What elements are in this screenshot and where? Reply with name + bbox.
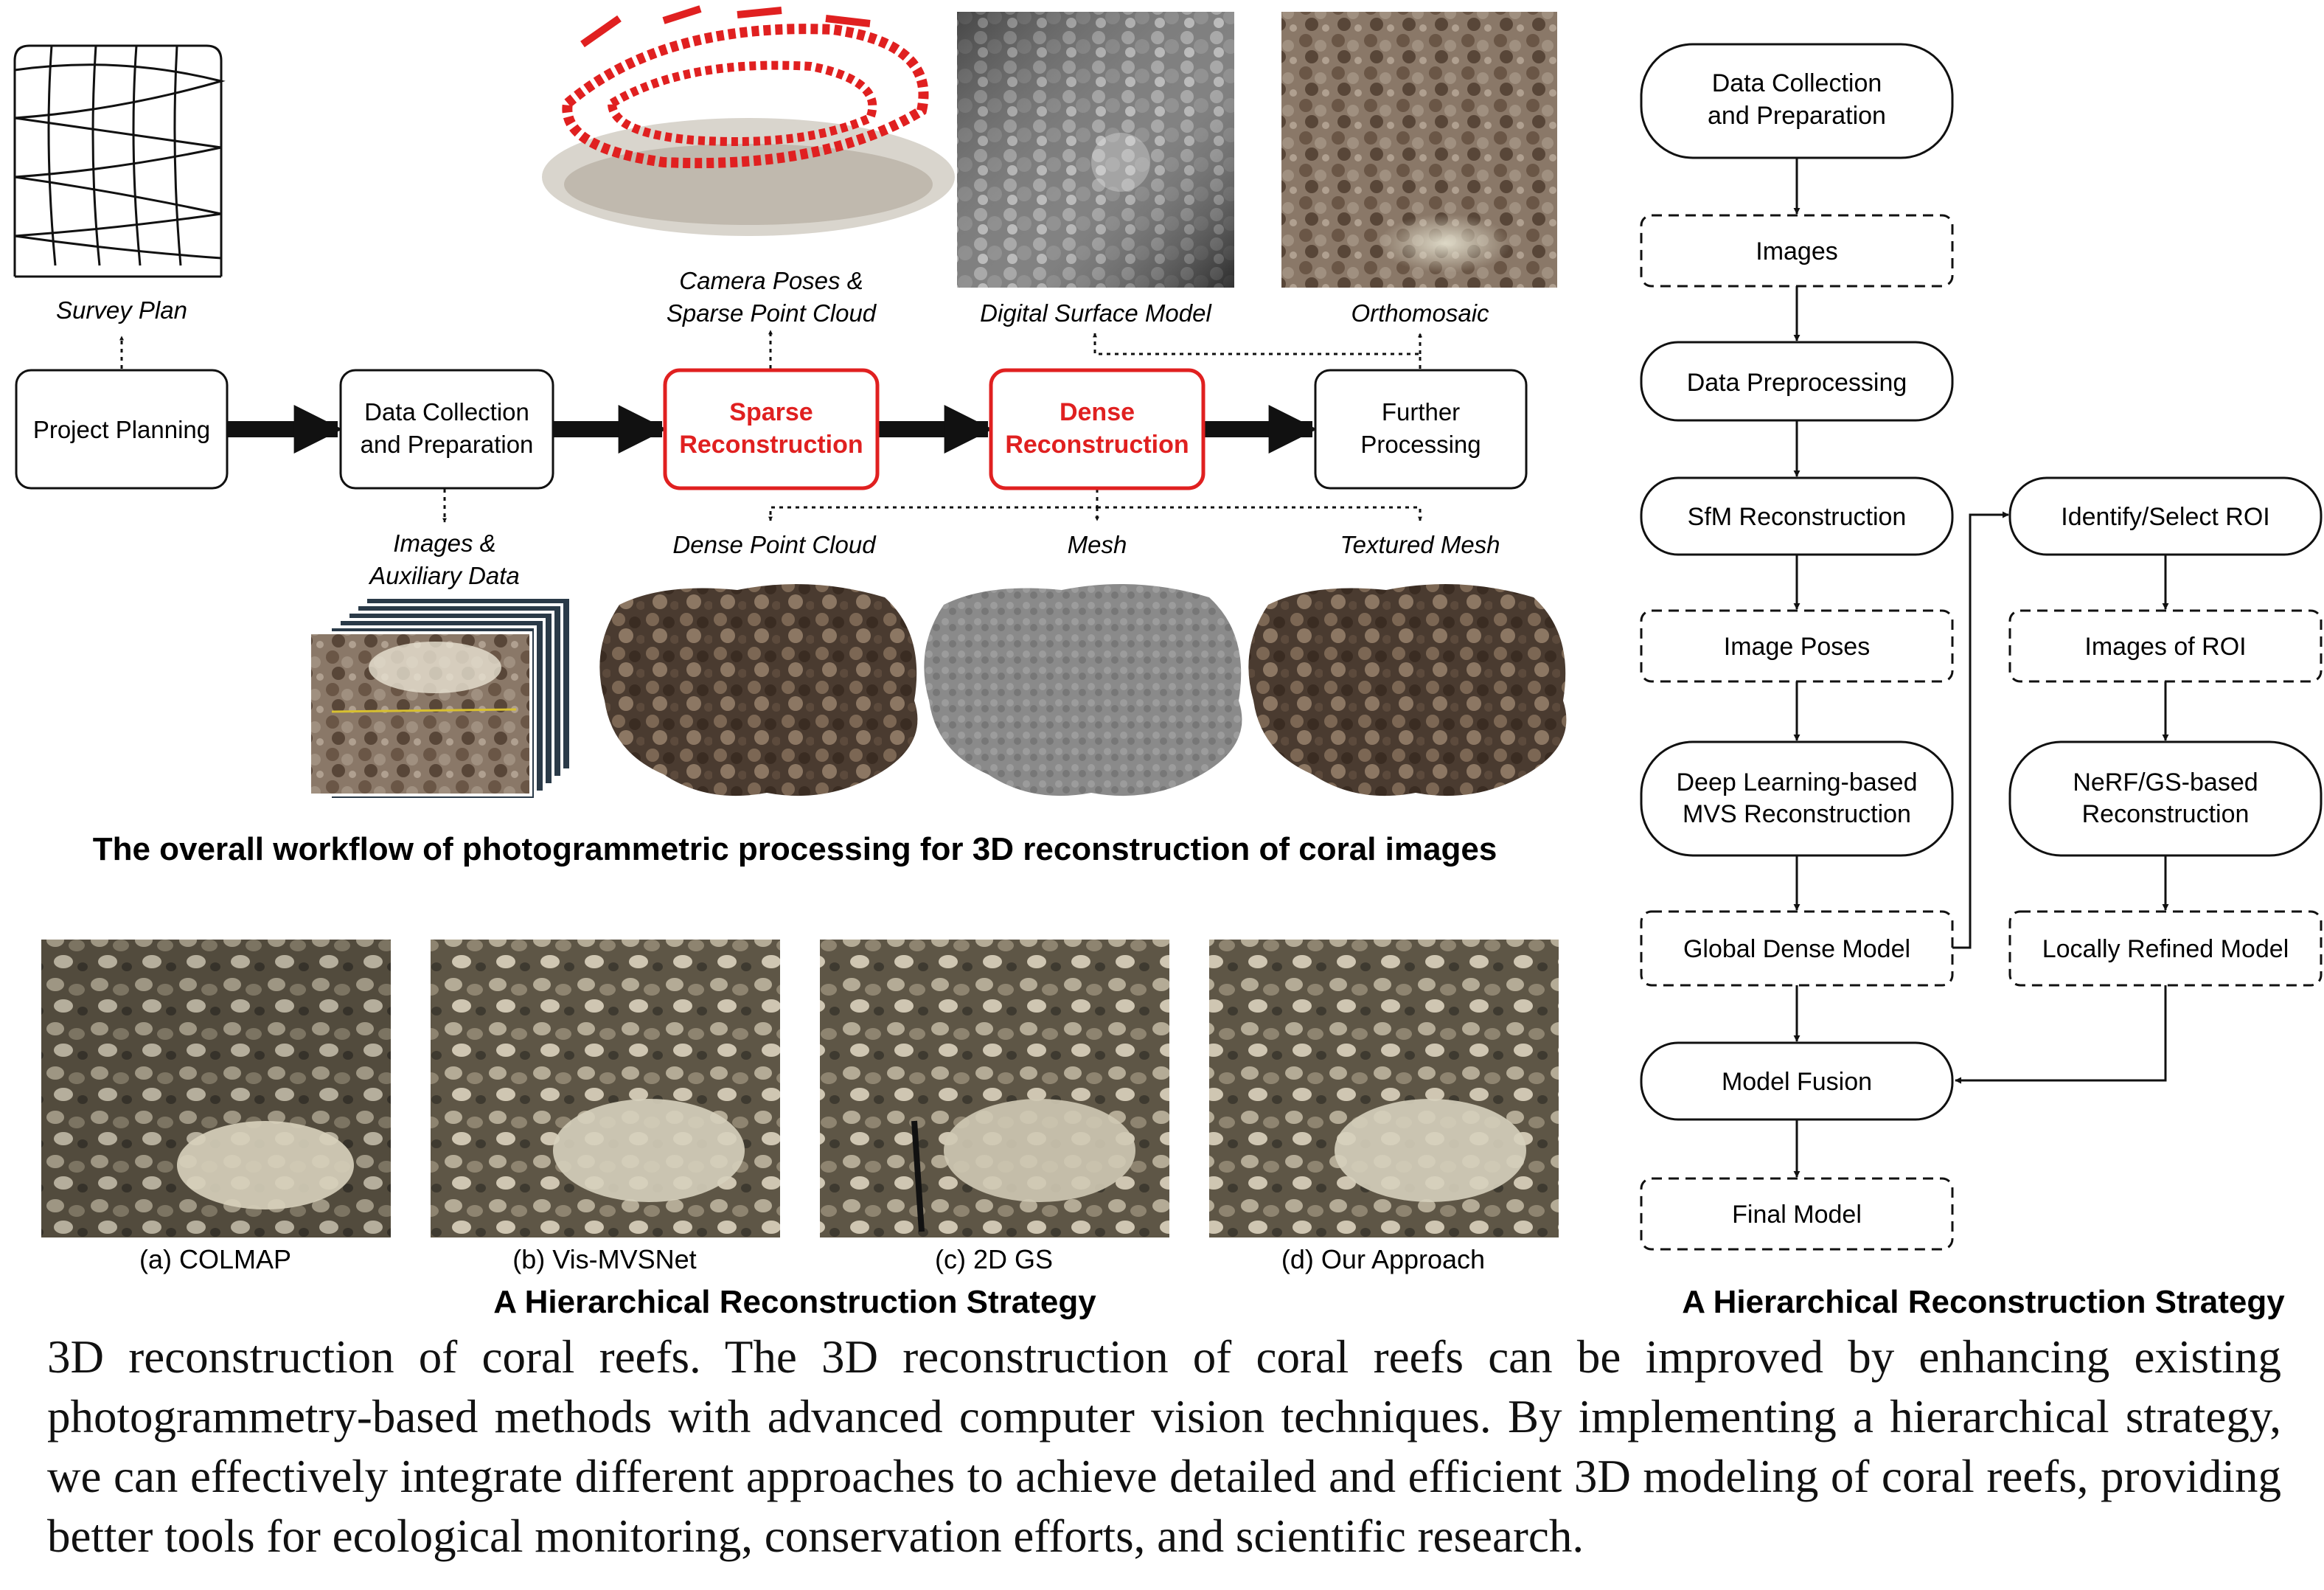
comparison-image-vis-mvsnet bbox=[431, 940, 780, 1237]
svg-text:Images of ROI: Images of ROI bbox=[2084, 633, 2246, 661]
svg-text:Sparse: Sparse bbox=[729, 398, 813, 426]
mesh-image bbox=[924, 584, 1242, 796]
svg-text:Reconstruction: Reconstruction bbox=[1005, 431, 1189, 459]
dense-reconstruction-box: Dense Reconstruction bbox=[989, 368, 1206, 490]
svg-text:Dense: Dense bbox=[1060, 398, 1135, 426]
sparse-point-cloud-image bbox=[542, 5, 955, 236]
fc-images-of-roi: Images of ROI bbox=[2008, 609, 2323, 683]
workflow-diagram: Survey Plan Project Planning Data Collec… bbox=[13, 5, 1567, 867]
sparse-point-cloud-label: Sparse Point Cloud bbox=[667, 299, 877, 327]
orthomosaic-label: Orthomosaic bbox=[1351, 299, 1489, 327]
comparison-image-2d-gs bbox=[820, 940, 1169, 1237]
data-collection-box: Data Collection and Preparation bbox=[339, 369, 554, 490]
svg-text:Reconstruction: Reconstruction bbox=[679, 431, 863, 459]
fc-sfm: SfM Reconstruction bbox=[1640, 476, 1954, 556]
fc-nerf-gs: NeRF/GS-based Reconstruction bbox=[2008, 740, 2323, 857]
digital-surface-model-image bbox=[957, 12, 1234, 288]
dotted-arrow-dense-down bbox=[768, 489, 1099, 521]
textured-mesh-label: Textured Mesh bbox=[1340, 531, 1500, 558]
svg-text:NeRF/GS-based: NeRF/GS-based bbox=[2073, 768, 2258, 796]
svg-text:Image Poses: Image Poses bbox=[1724, 633, 1870, 661]
mesh-label: Mesh bbox=[1068, 531, 1127, 558]
svg-text:Further: Further bbox=[1382, 398, 1460, 426]
svg-text:and Preparation: and Preparation bbox=[361, 431, 534, 458]
svg-text:Identify/Select ROI: Identify/Select ROI bbox=[2061, 503, 2269, 531]
images-aux-label-2: Auxiliary Data bbox=[368, 562, 520, 589]
survey-plan-sketch bbox=[13, 44, 226, 278]
svg-text:Model Fusion: Model Fusion bbox=[1722, 1068, 1872, 1096]
flowchart-arrows bbox=[1793, 158, 2169, 1178]
svg-text:Deep Learning-based: Deep Learning-based bbox=[1676, 768, 1917, 796]
svg-text:Reconstruction: Reconstruction bbox=[2082, 800, 2250, 828]
svg-text:Data Collection: Data Collection bbox=[364, 398, 529, 426]
fc-image-poses: Image Poses bbox=[1640, 609, 1954, 683]
svg-text:MVS Reconstruction: MVS Reconstruction bbox=[1683, 800, 1911, 828]
comparison-label-d: (d) Our Approach bbox=[1281, 1244, 1485, 1274]
svg-text:Locally Refined Model: Locally Refined Model bbox=[2042, 935, 2289, 963]
image-stack bbox=[308, 596, 572, 801]
dense-point-cloud-image bbox=[599, 584, 918, 796]
workflow-title: The overall workflow of photogrammetric … bbox=[93, 831, 1497, 867]
fc-mvs: Deep Learning-based MVS Reconstruction bbox=[1640, 740, 1954, 857]
comparison-title: A Hierarchical Reconstruction Strategy bbox=[493, 1284, 1096, 1320]
hierarchical-flowchart: Data Collection and Preparation Images D… bbox=[1640, 43, 2323, 1320]
dotted-arrow-textured bbox=[1097, 506, 1422, 521]
fc-data-preprocessing: Data Preprocessing bbox=[1640, 341, 1954, 422]
dotted-arrow-further-to-dsm bbox=[1093, 333, 1422, 369]
project-planning-box: Project Planning bbox=[15, 369, 229, 490]
comparison-image-our-approach bbox=[1209, 940, 1559, 1237]
fc-model-fusion: Model Fusion bbox=[1640, 1041, 1954, 1121]
comparison-label-a: (a) COLMAP bbox=[139, 1244, 291, 1274]
comparison-image-colmap bbox=[41, 940, 391, 1237]
fc-identify-roi: Identify/Select ROI bbox=[2008, 476, 2323, 556]
survey-plan-label: Survey Plan bbox=[56, 296, 187, 324]
further-processing-box: Further Processing bbox=[1314, 369, 1528, 490]
svg-text:Images: Images bbox=[1756, 237, 1838, 265]
svg-text:SfM Reconstruction: SfM Reconstruction bbox=[1688, 503, 1907, 531]
figure-caption: 3D reconstruction of coral reefs. The 3D… bbox=[47, 1331, 2281, 1562]
camera-poses-label: Camera Poses & bbox=[679, 267, 863, 294]
comparison-label-c: (c) 2D GS bbox=[935, 1244, 1053, 1274]
svg-text:Project Planning: Project Planning bbox=[33, 416, 210, 443]
svg-text:Final Model: Final Model bbox=[1732, 1201, 1862, 1229]
svg-text:Processing: Processing bbox=[1360, 431, 1481, 458]
dsm-label: Digital Surface Model bbox=[980, 299, 1212, 327]
images-aux-label-1: Images & bbox=[393, 530, 495, 557]
dense-point-cloud-label: Dense Point Cloud bbox=[672, 531, 877, 558]
textured-mesh-image bbox=[1248, 584, 1567, 796]
svg-text:Global Dense Model: Global Dense Model bbox=[1683, 935, 1910, 963]
comparison-label-b: (b) Vis-MVSNet bbox=[512, 1244, 696, 1274]
fc-data-collection: Data Collection and Preparation bbox=[1640, 43, 1954, 159]
sparse-reconstruction-box: Sparse Reconstruction bbox=[663, 368, 880, 490]
fc-final-model: Final Model bbox=[1640, 1177, 1954, 1251]
figure-canvas: Survey Plan Project Planning Data Collec… bbox=[13, 5, 2323, 1320]
svg-text:Data Preprocessing: Data Preprocessing bbox=[1687, 369, 1907, 397]
orthomosaic-image bbox=[1281, 12, 1557, 288]
svg-text:and Preparation: and Preparation bbox=[1708, 102, 1886, 130]
flowchart-title: A Hierarchical Reconstruction Strategy bbox=[1682, 1284, 2285, 1320]
fc-global-dense: Global Dense Model bbox=[1640, 910, 1954, 987]
comparison-panel: (a) COLMAP (b) Vis-MVSNet (c) 2D GS (d) … bbox=[41, 940, 1559, 1320]
fc-images: Images bbox=[1640, 214, 1954, 288]
fc-locally-refined: Locally Refined Model bbox=[2008, 910, 2323, 987]
svg-text:Data Collection: Data Collection bbox=[1712, 69, 1882, 97]
